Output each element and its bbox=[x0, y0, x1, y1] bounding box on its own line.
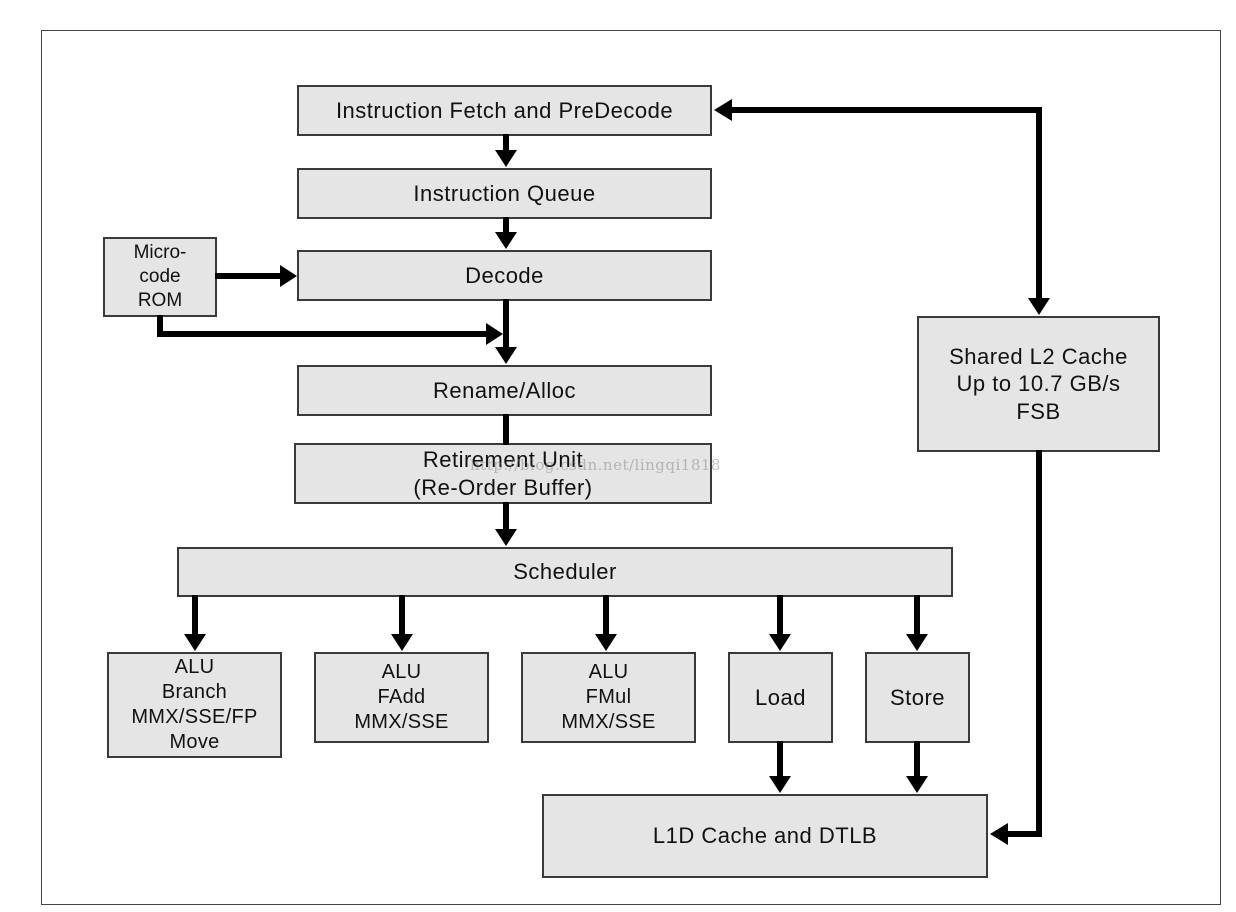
scheduler-label: Scheduler bbox=[513, 559, 617, 585]
alu1-line-1: ALU bbox=[174, 656, 215, 678]
rename-alloc-label: Rename/Alloc bbox=[433, 377, 576, 403]
microcode-line-2: code bbox=[139, 266, 181, 288]
alu3-line-2: FMul bbox=[585, 686, 632, 708]
shared-l2-cache-block: Shared L2 Cache Up to 10.7 GB/s FSB bbox=[917, 316, 1160, 452]
alu3-line-1: ALU bbox=[588, 661, 629, 683]
alu2-line-1: ALU bbox=[381, 661, 422, 683]
alu1-line-4: Move bbox=[169, 731, 220, 753]
l2-line-1: Shared L2 Cache bbox=[949, 343, 1128, 369]
alu2-line-3: MMX/SSE bbox=[354, 711, 449, 733]
store-label: Store bbox=[889, 684, 946, 710]
decode-label: Decode bbox=[465, 262, 544, 288]
watermark: http://blog.csdn.net/lingqi1818 bbox=[470, 456, 721, 474]
alu-branch-unit: ALU Branch MMX/SSE/FP Move bbox=[107, 652, 282, 758]
store-unit: Store bbox=[865, 652, 970, 743]
alu-fadd-unit: ALU FAdd MMX/SSE bbox=[314, 652, 489, 743]
alu1-line-3: MMX/SSE/FP bbox=[131, 706, 258, 728]
instruction-fetch-label: Instruction Fetch and PreDecode bbox=[335, 97, 674, 123]
l2-line-3: FSB bbox=[1016, 398, 1061, 424]
l1d-cache-label: L1D Cache and DTLB bbox=[652, 823, 878, 849]
diagram-frame bbox=[41, 30, 1221, 905]
load-label: Load bbox=[755, 684, 806, 710]
microcode-rom-block: Micro- code ROM bbox=[103, 237, 217, 317]
alu2-line-2: FAdd bbox=[377, 686, 426, 708]
rename-alloc-block: Rename/Alloc bbox=[297, 365, 712, 416]
instruction-queue-label: Instruction Queue bbox=[413, 180, 596, 206]
scheduler-block: Scheduler bbox=[177, 547, 953, 597]
alu-fmul-unit: ALU FMul MMX/SSE bbox=[521, 652, 696, 743]
l1d-cache-block: L1D Cache and DTLB bbox=[542, 794, 988, 878]
microcode-line-1: Micro- bbox=[133, 242, 187, 264]
microcode-line-3: ROM bbox=[137, 289, 183, 311]
alu3-line-3: MMX/SSE bbox=[561, 711, 656, 733]
retirement-line-1: Retirement Unit bbox=[422, 447, 584, 472]
load-unit: Load bbox=[728, 652, 833, 743]
alu1-line-2: Branch bbox=[161, 681, 228, 703]
instruction-fetch-block: Instruction Fetch and PreDecode bbox=[297, 85, 712, 136]
instruction-queue-block: Instruction Queue bbox=[297, 168, 712, 219]
l2-line-2: Up to 10.7 GB/s bbox=[956, 371, 1121, 397]
decode-block: Decode bbox=[297, 250, 712, 301]
retirement-line-2: (Re-Order Buffer) bbox=[413, 474, 593, 500]
